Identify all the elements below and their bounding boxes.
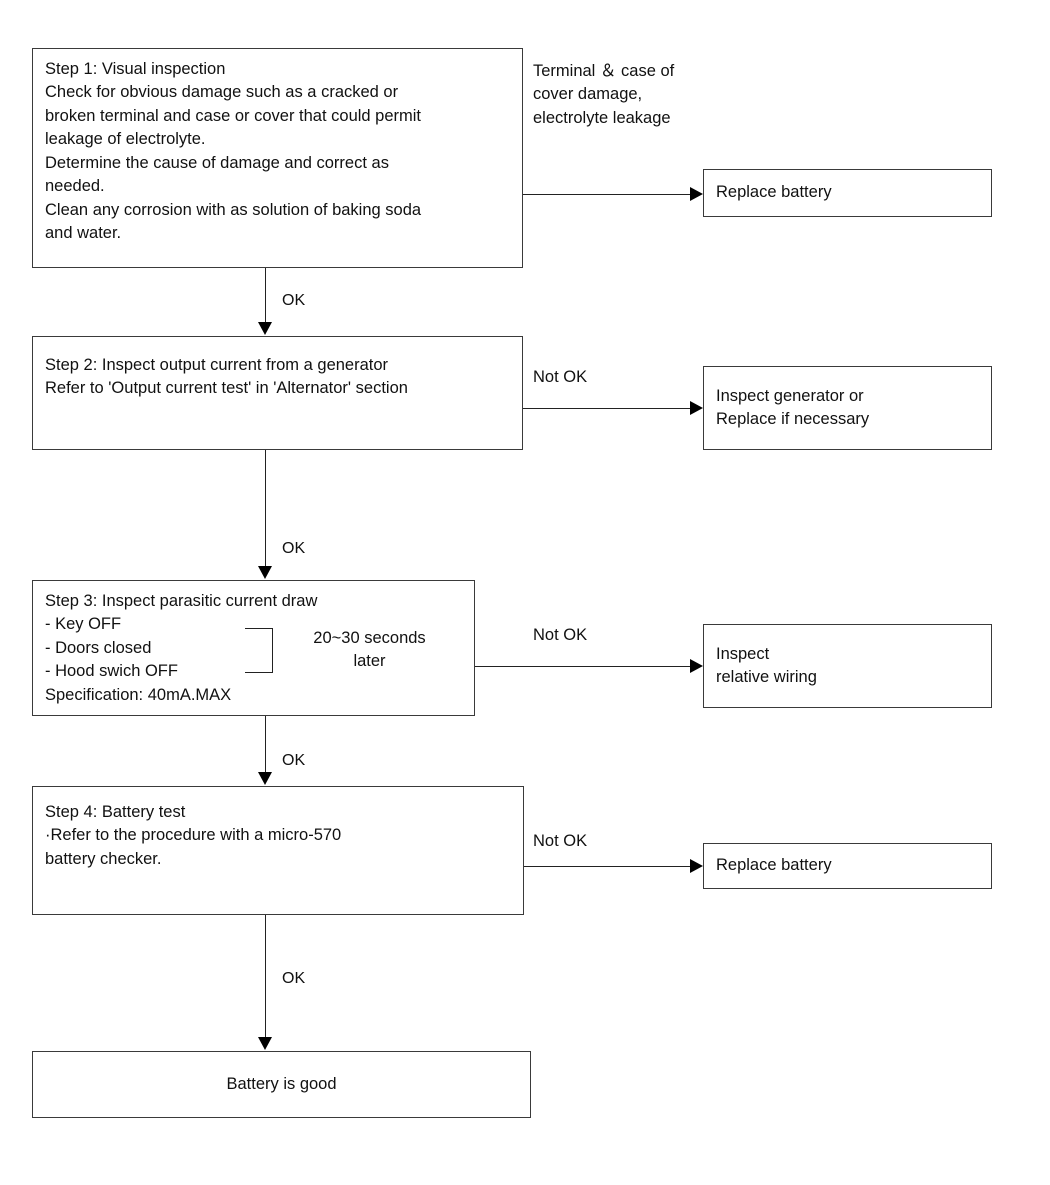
- step-4-box[interactable]: Step 4: Battery test ·Refer to the proce…: [32, 786, 524, 915]
- step-3-fail-connector: [475, 666, 690, 667]
- step-4-fail-arrowhead: [690, 859, 703, 873]
- outcome-1-box[interactable]: Replace battery: [703, 169, 992, 217]
- step-4-fail-label: Not OK: [533, 832, 588, 850]
- outcome-2-box[interactable]: Inspect generator or Replace if necessar…: [703, 366, 992, 450]
- step-1-to-step-2-connector: [265, 268, 266, 324]
- step-4-to-final-arrowhead: [258, 1037, 272, 1050]
- step-3-box[interactable]: Step 3: Inspect parasitic current draw -…: [32, 580, 475, 716]
- step-2-box[interactable]: Step 2: Inspect output current from a ge…: [32, 336, 523, 450]
- step-2-to-step-3-arrowhead: [258, 566, 272, 579]
- final-result-box[interactable]: Battery is good: [32, 1051, 531, 1118]
- step-1-fail-connector: [523, 194, 690, 195]
- outcome-4-box[interactable]: Replace battery: [703, 843, 992, 889]
- step-1-fail-label: Terminal ＆ case of cover damage, electro…: [533, 62, 675, 127]
- ok-label-step-2-to-3: OK: [282, 540, 306, 557]
- timing-bracket: [245, 628, 273, 673]
- step-2-fail-connector: [523, 408, 690, 409]
- step-2-fail-label: Not OK: [533, 368, 588, 386]
- step-3-fail-arrowhead: [690, 659, 703, 673]
- outcome-3-box[interactable]: Inspect relative wiring: [703, 624, 992, 708]
- ok-label-step-4-to-final: OK: [282, 970, 306, 987]
- step-4-fail-connector: [524, 866, 690, 867]
- step-2-fail-arrowhead: [690, 401, 703, 415]
- ok-label-step-1-to-2: OK: [282, 292, 306, 309]
- ok-label-step-3-to-4: OK: [282, 752, 306, 769]
- step-3-to-step-4-arrowhead: [258, 772, 272, 785]
- step-1-fail-arrowhead: [690, 187, 703, 201]
- step-4-to-final-connector: [265, 915, 266, 1037]
- step-3-fail-label: Not OK: [533, 626, 588, 644]
- timing-note-label: 20~30 seconds later: [313, 629, 426, 671]
- step-1-box[interactable]: Step 1: Visual inspection Check for obvi…: [32, 48, 523, 268]
- step-2-to-step-3-connector: [265, 450, 266, 566]
- step-3-to-step-4-connector: [265, 716, 266, 772]
- step-1-to-step-2-arrowhead: [258, 322, 272, 335]
